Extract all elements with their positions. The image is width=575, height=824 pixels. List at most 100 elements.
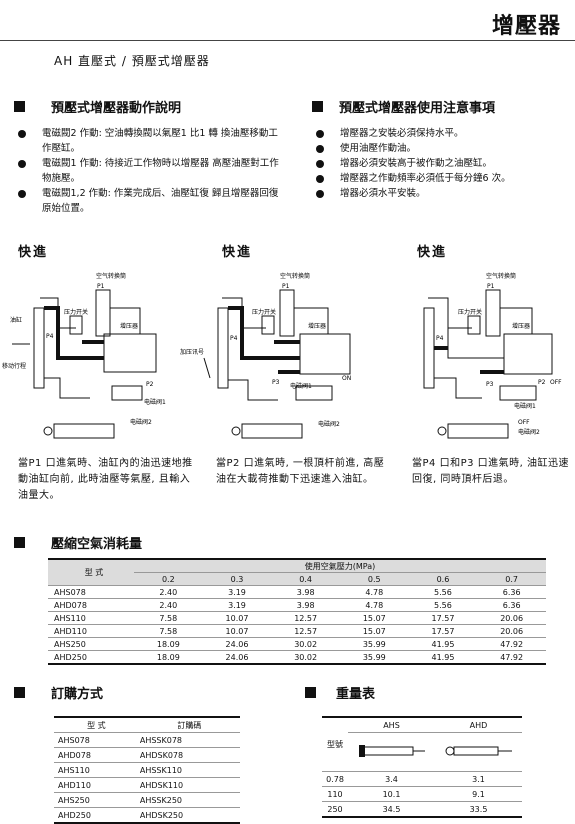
label-on: ON [342,375,351,382]
label-converter: 空气转换筒 [280,272,310,280]
list-item: 使用油壓作動油。 [316,141,566,156]
table-row: 型號 AHS AHD [322,717,522,772]
weight-section-heading: 重量表 [305,683,375,702]
ahs-cylinder-icon [358,745,425,757]
label-p4: P4 [436,335,444,342]
label-off-1: OFF [550,379,562,386]
bullet-icon [316,175,324,183]
diagram-3-heading: 快進 [417,245,448,260]
square-bullet-icon [305,687,316,698]
label-pressure-switch: 压力开关 [64,308,88,316]
bullet-icon [18,160,26,168]
notes-section-heading: 預壓式增壓器使用注意事項 [312,97,495,116]
label-valve2: 电磁阀2 [130,418,152,426]
pressure-header: 使用空氣壓力(MPa) [134,559,546,573]
notes-section-title: 預壓式增壓器使用注意事項 [339,101,496,116]
square-bullet-icon [14,537,25,548]
bullet-icon [18,190,26,198]
bullet-icon [316,145,324,153]
weight-side-label: 型號 [322,717,348,772]
list-item: 增壓器之作動頻率必須低于每分鐘6 次。 [316,171,566,186]
diagram-1-caption: 當P1 口進氣時、油缸內的油迅速地推動油缸向前, 此時油壓等氣壓, 且輸入油量大… [18,458,193,501]
label-p2: P2 [146,381,154,388]
label-booster: 增压器 [308,322,326,330]
notes-list: 增壓器之安裝必須保持水平。 使用油壓作動油。 增器必須安裝高于被作動之油壓缸。 … [316,126,566,201]
label-cylinder: 油缸 [10,316,22,324]
ahd-cylinder-icon [445,746,512,756]
action-section-heading: 預壓式增壓器動作說明 [14,97,181,116]
diagram-1-schematic: 空气转换筒 P1 压力开关 增压器 油缸 P4 P2 移动行程 电磁阀1 电磁阀… [2,272,166,439]
label-pressure-switch: 压力开关 [252,308,276,316]
label-travel: 移动行程 [2,362,26,370]
label-converter: 空气转换筒 [486,272,516,280]
table-row: 型 式 使用空氣壓力(MPa) [48,559,546,586]
title-divider [0,40,575,41]
page-subtitle: AH 直壓式 / 預壓式增壓器 [54,54,210,68]
booster-shape [103,333,157,373]
label-p3: P3 [486,381,494,388]
label-valve2: 电磁阀2 [318,420,340,428]
label-pressure-switch: 压力开关 [458,308,482,316]
bullet-icon [316,160,324,168]
label-valve1: 电磁阀1 [144,398,166,406]
list-item: 電磁閥1 作動: 待接近工作物時以增壓器 高壓油壓對工作物施壓。 [18,156,280,186]
list-item: 增壓器之安裝必須保持水平。 [316,126,566,141]
consumption-section-title: 壓縮空氣消耗量 [51,537,143,552]
label-p1: P1 [97,283,105,290]
bullet-icon [18,130,26,138]
label-converter: 空气转换筒 [96,272,126,280]
diagram-2-heading: 快進 [222,245,253,260]
action-list: 電磁閥2 作動: 空油轉換閥以氣壓1 比1 轉 換油壓移動工作壓缸。 電磁閥1 … [18,126,280,216]
diagram-1-heading: 快進 [18,245,49,260]
consumption-section-heading: 壓縮空氣消耗量 [14,533,142,552]
diagram-2-schematic: 空气转换筒 P1 压力开关 增压器 加压讯号 P4 P3 ON 电磁阀1 电磁阀… [180,272,351,439]
square-bullet-icon [312,101,323,112]
table-row: 型 式訂購碼 [54,717,240,733]
label-p4: P4 [46,333,54,340]
label-pressure-signal: 加压讯号 [180,348,204,356]
list-item: 電磁閥1,2 作動: 作業完成后、油壓缸復 歸且增壓器回復原始位置。 [18,186,280,216]
model-header: 型 式 [48,559,134,586]
consumption-table: 型 式 使用空氣壓力(MPa) 0.2 0.3 0.4 0.5 0.6 0.7 … [48,558,546,665]
list-item: 電磁閥2 作動: 空油轉換閥以氣壓1 比1 轉 換油壓移動工作壓缸。 [18,126,280,156]
bullet-icon [316,130,324,138]
label-p1: P1 [282,283,290,290]
ordering-section-heading: 訂購方式 [14,683,103,702]
diagram-3-caption: 當P4 口和P3 口進氣時, 油缸迅速回復, 同時頂杆后退。 [412,458,569,485]
label-p2: P2 [538,379,546,386]
page-title: 增壓器 [491,14,561,39]
label-valve1: 电磁阀1 [290,382,312,390]
label-p1: P1 [487,283,495,290]
square-bullet-icon [14,687,25,698]
table-row: 0.2 0.3 0.4 0.5 0.6 0.7 [48,572,546,586]
diagram-2-caption: 當P2 口進氣時, 一根頂杆前進, 高壓油在大載荷推動下迅速進入油缸。 [216,458,385,485]
label-off-2: OFF [518,419,530,426]
label-booster: 增压器 [120,322,138,330]
pressure-switch-shape [69,315,83,335]
bullet-icon [316,190,324,198]
square-bullet-icon [14,101,25,112]
label-p3: P3 [272,379,280,386]
action-section-title: 預壓式增壓器動作說明 [51,101,182,116]
list-item: 增器必須水平安裝。 [316,186,566,201]
label-valve2: 电磁阀2 [518,428,540,436]
air-converter-shape [95,289,111,337]
cylinder-shape [33,307,45,389]
table-row [322,732,522,772]
